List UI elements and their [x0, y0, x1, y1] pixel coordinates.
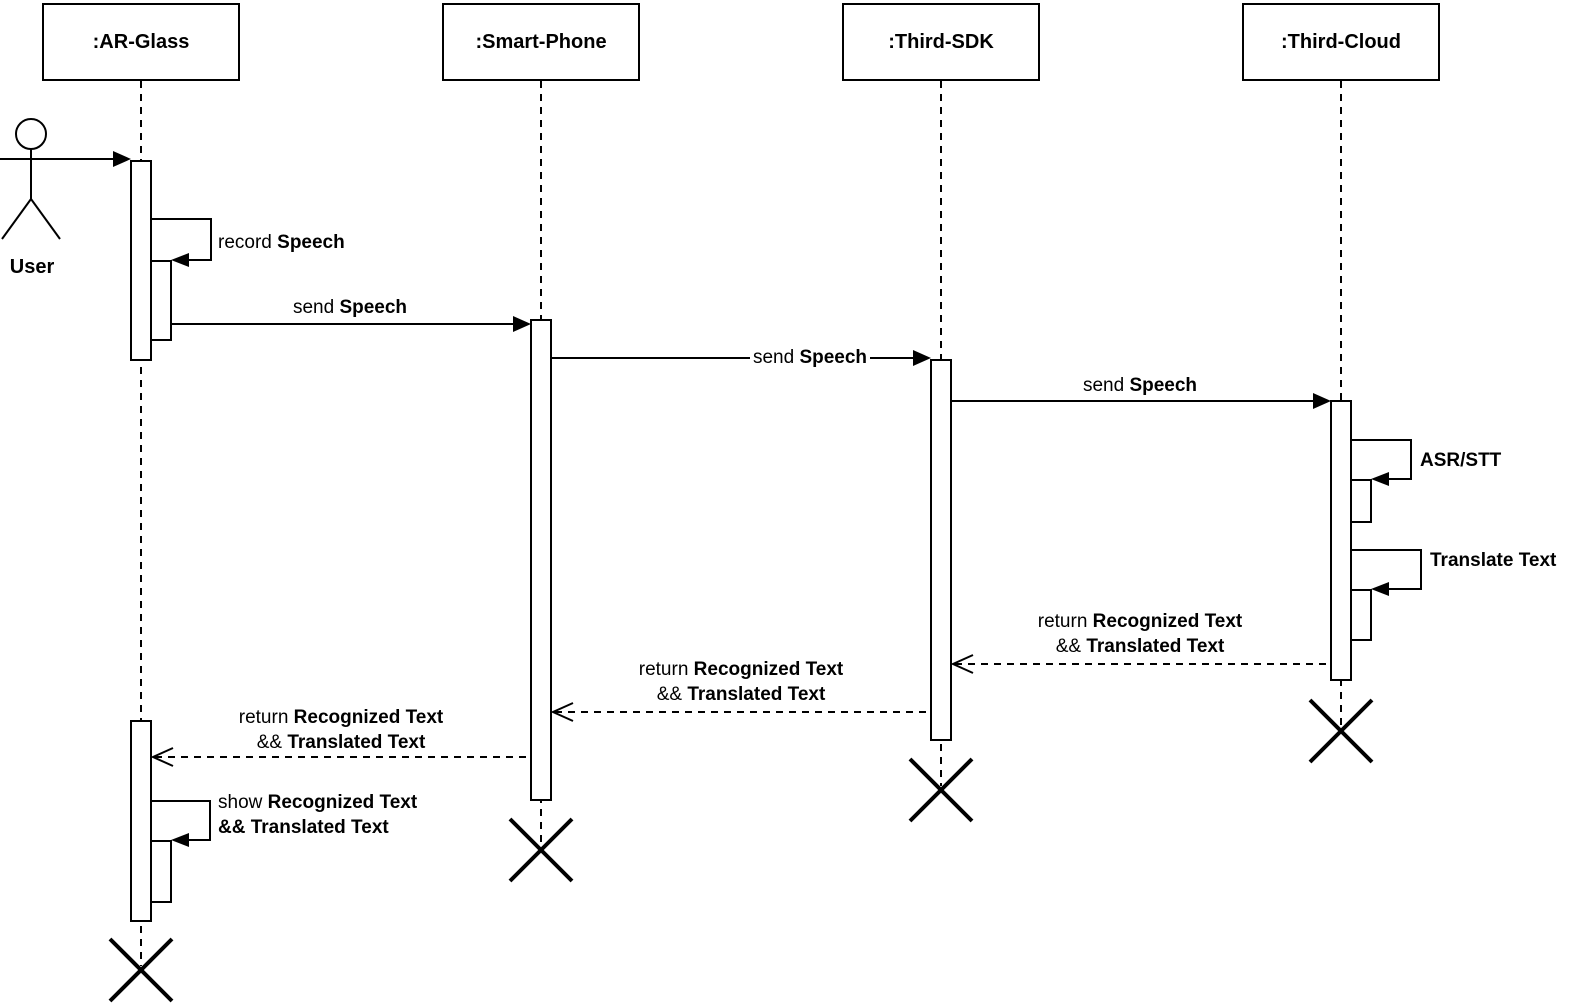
- message-object: Translated Text: [1086, 636, 1225, 657]
- message-return-cloud-to-sdk: [950, 654, 1331, 674]
- message-action: record: [218, 232, 272, 253]
- message-label-return-sdk-to-phone: return Recognized Text && Translated Tex…: [616, 657, 866, 707]
- message-translate-text-loop: [1351, 549, 1422, 596]
- message-object: Recognized Text: [693, 659, 844, 680]
- message-user-to-glass: [0, 151, 131, 167]
- lifeline-head-third-sdk: :Third-SDK: [842, 3, 1040, 81]
- actor-head: [15, 118, 47, 150]
- destruction-x-third-cloud: [1308, 698, 1374, 764]
- lifeline-label: :Smart-Phone: [475, 30, 607, 53]
- message-action: send: [1082, 375, 1125, 396]
- solid-arrowhead-icon: [171, 833, 189, 847]
- message-conjunction: &&: [256, 732, 283, 753]
- message-object: Translated Text: [687, 684, 826, 705]
- message-object: Speech: [277, 232, 345, 253]
- activation-third-cloud: [1330, 400, 1352, 681]
- message-label-return-phone-to-glass: return Recognized Text && Translated Tex…: [216, 705, 466, 755]
- message-action: return: [238, 707, 289, 728]
- message-label-translate-text: Translate Text: [1430, 550, 1557, 571]
- solid-arrowhead-icon: [1371, 472, 1389, 486]
- lifeline-head-smart-phone: :Smart-Phone: [442, 3, 640, 81]
- user-actor-icon: [1, 118, 61, 240]
- message-send-speech-3: [951, 393, 1331, 409]
- message-object: Translated Text: [287, 732, 426, 753]
- message-label-send-speech-3: send Speech: [1060, 374, 1220, 398]
- activation-smart-phone: [530, 319, 552, 801]
- message-conjunction: &&: [218, 817, 246, 838]
- message-object: Speech: [339, 297, 408, 318]
- solid-arrowhead-icon: [1371, 582, 1389, 596]
- lifeline-label: :Third-Cloud: [1281, 30, 1401, 53]
- open-arrowhead-icon: [950, 654, 974, 674]
- message-conjunction: &&: [1055, 636, 1082, 657]
- actor-leg-left: [1, 198, 32, 240]
- activation-ar-glass-1-nested: [150, 260, 172, 341]
- lifeline-head-third-cloud: :Third-Cloud: [1242, 3, 1440, 81]
- solid-arrowhead-icon: [113, 151, 131, 167]
- solid-arrowhead-icon: [1313, 393, 1331, 409]
- open-arrowhead-icon: [150, 747, 174, 767]
- solid-arrowhead-icon: [513, 316, 531, 332]
- message-object: Translated Text: [250, 817, 389, 838]
- destruction-x-third-sdk: [908, 757, 974, 823]
- message-object: Recognized Text: [1092, 611, 1243, 632]
- message-asr-stt-loop: [1351, 439, 1412, 486]
- activation-third-cloud-translate-nested: [1350, 589, 1372, 641]
- destruction-x-smart-phone: [508, 817, 574, 883]
- message-action: return: [1037, 611, 1088, 632]
- message-object: Recognized Text: [293, 707, 444, 728]
- message-conjunction: &&: [656, 684, 683, 705]
- message-object: Speech: [1129, 375, 1198, 396]
- lifeline-label: :Third-SDK: [888, 30, 994, 53]
- message-object: Recognized Text: [267, 792, 418, 813]
- message-label-return-cloud-to-sdk: return Recognized Text && Translated Tex…: [1015, 609, 1265, 659]
- message-action: send: [292, 297, 335, 318]
- message-show-result-loop: [151, 800, 211, 847]
- actor-label: User: [9, 256, 55, 278]
- message-label-record-speech: record Speech: [218, 231, 345, 255]
- actor-leg-right: [30, 198, 61, 240]
- message-object: Speech: [799, 347, 868, 368]
- message-action: show: [218, 792, 263, 813]
- open-arrowhead-icon: [550, 702, 574, 722]
- activation-ar-glass-2-nested: [150, 840, 172, 903]
- lifeline-head-ar-glass: :AR-Glass: [42, 3, 240, 81]
- message-return-phone-to-glass: [150, 747, 531, 767]
- message-action: send: [752, 347, 795, 368]
- message-label-send-speech-1: send Speech: [270, 296, 430, 320]
- activation-third-sdk: [930, 359, 952, 741]
- activation-ar-glass-1: [130, 160, 152, 361]
- activation-ar-glass-2: [130, 720, 152, 922]
- message-label-show-result: show Recognized Text && Translated Text: [218, 790, 417, 840]
- solid-arrowhead-icon: [913, 350, 931, 366]
- destruction-x-ar-glass: [108, 937, 174, 1003]
- lifeline-label: :AR-Glass: [92, 30, 190, 53]
- solid-arrowhead-icon: [171, 253, 189, 267]
- message-return-sdk-to-phone: [550, 702, 931, 722]
- activation-third-cloud-asr-nested: [1350, 479, 1372, 523]
- message-action: return: [638, 659, 689, 680]
- message-send-speech-1: [171, 316, 531, 332]
- message-record-speech-loop: [151, 218, 212, 267]
- message-label-send-speech-2: send Speech: [733, 346, 887, 370]
- message-label-asr-stt: ASR/STT: [1420, 450, 1502, 471]
